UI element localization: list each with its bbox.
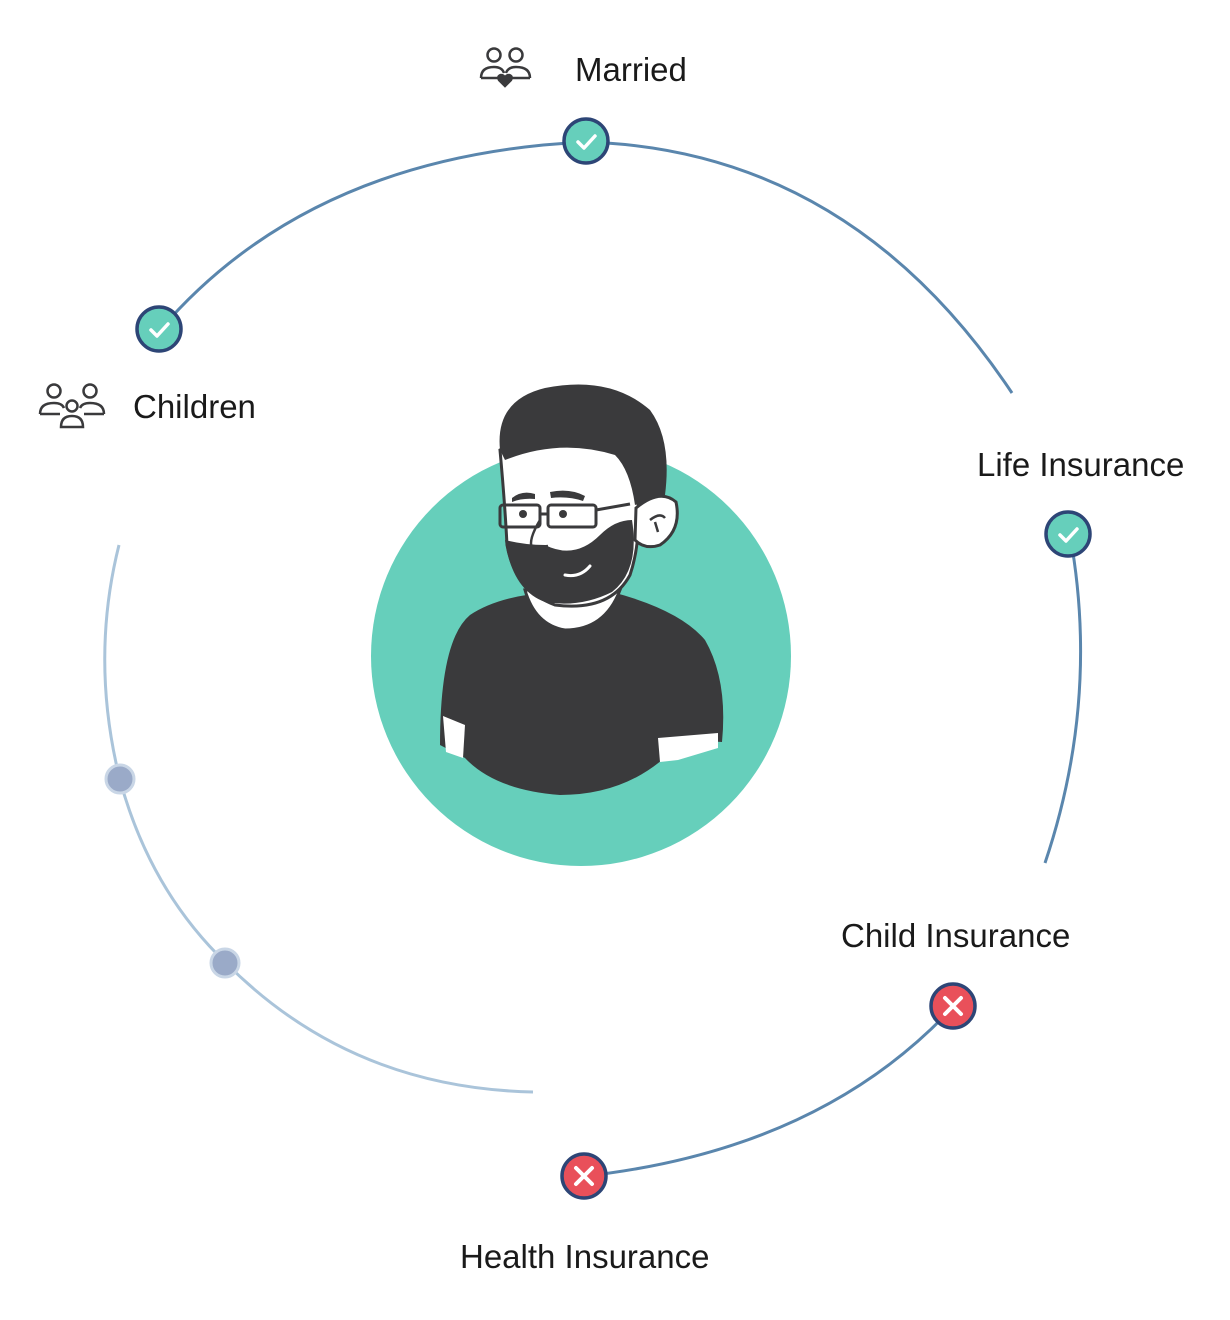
check-icon <box>149 322 170 338</box>
avatar-eye-right <box>559 510 567 518</box>
milestone-life-insurance[interactable]: Life Insurance <box>977 446 1184 558</box>
cross-icon <box>574 1166 594 1186</box>
user-avatar <box>371 384 791 866</box>
check-icon <box>576 134 597 150</box>
avatar-ear <box>633 494 679 549</box>
avatar-mouth <box>563 564 592 578</box>
ring-arc-right <box>1043 534 1083 864</box>
avatar-shirt <box>440 592 724 795</box>
avatar-ear-detail <box>649 514 666 533</box>
avatar-hair <box>499 384 667 505</box>
avatar-glasses <box>498 502 631 529</box>
milestone-child-insurance[interactable]: Child Insurance <box>841 917 1070 1030</box>
avatar-right-arm <box>658 733 718 762</box>
avatar-nose <box>529 519 549 550</box>
milestone-children[interactable]: Children <box>38 305 256 429</box>
milestone-married[interactable]: Married <box>479 47 687 165</box>
avatar-eyebrow-right <box>550 490 585 501</box>
avatar-eye-left <box>519 510 527 518</box>
couple-icon <box>479 47 532 88</box>
milestone-label-married: Married <box>575 51 687 88</box>
status-node-married[interactable] <box>562 117 610 165</box>
status-node-pending-2[interactable] <box>209 947 241 979</box>
avatar-eyebrow-left <box>512 492 535 502</box>
avatar-left-arm <box>443 716 465 758</box>
status-node-life-insurance[interactable] <box>1044 510 1092 558</box>
ring-arc-bottom-right <box>585 1005 955 1178</box>
status-node-children[interactable] <box>135 305 183 353</box>
family-icon <box>38 383 106 429</box>
ring-arc-left <box>103 544 534 1094</box>
milestone-label-child-insurance: Child Insurance <box>841 917 1070 954</box>
cross-icon <box>943 996 963 1016</box>
milestone-health-insurance[interactable]: Health Insurance <box>460 1152 709 1275</box>
milestone-label-life-insurance: Life Insurance <box>977 446 1184 483</box>
ring-arc-top <box>158 140 1014 394</box>
check-icon <box>1058 527 1079 543</box>
milestone-label-health-insurance: Health Insurance <box>460 1238 709 1275</box>
milestone-label-children: Children <box>133 388 256 425</box>
avatar-beard <box>505 520 634 604</box>
status-node-pending-1[interactable] <box>104 763 136 795</box>
